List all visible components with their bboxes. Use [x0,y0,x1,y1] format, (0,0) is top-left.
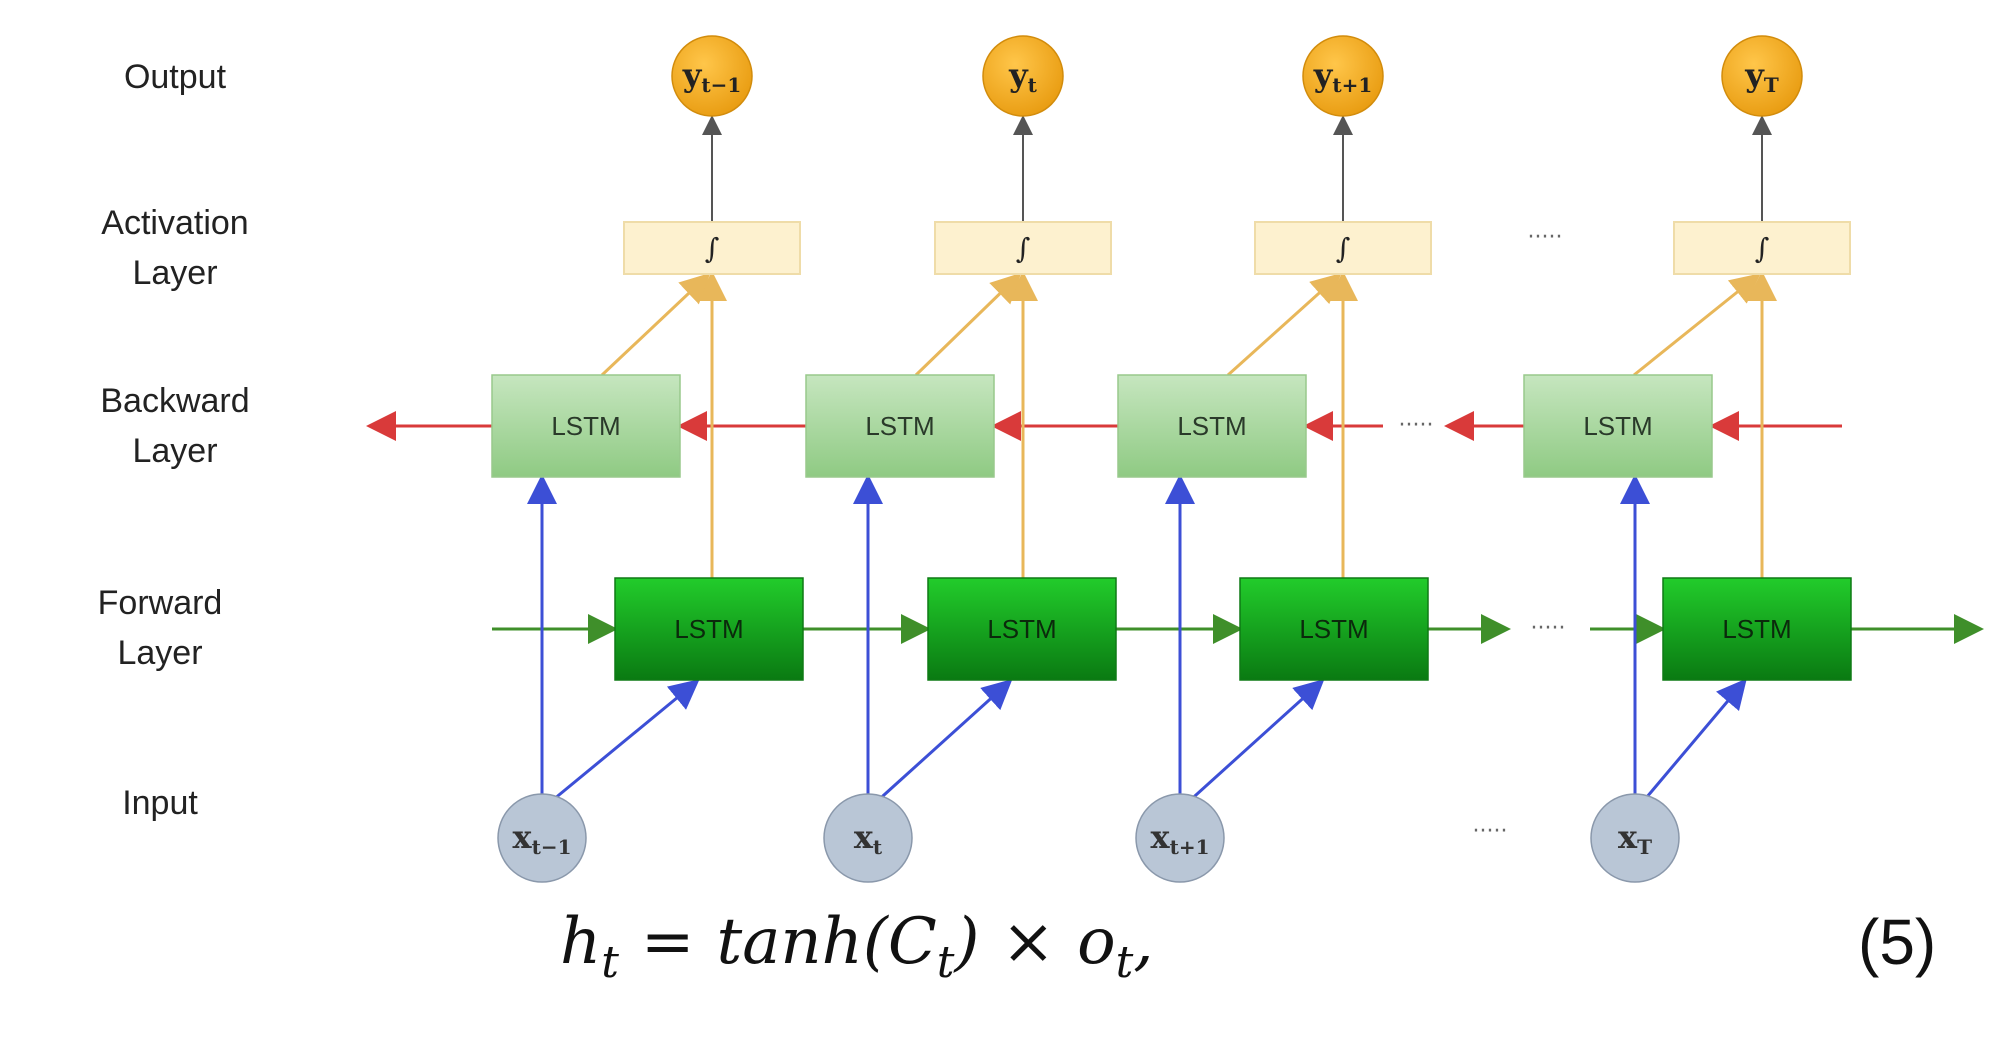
row-label-forward: Forward Layer [97,584,223,672]
backward-lstm-cell [491,374,681,478]
input-node [1135,793,1225,883]
backward-lstm-label: LSTM [1583,411,1652,441]
forward-lstm-label: LSTM [987,614,1056,644]
input-node-label: xt−1 [513,818,572,859]
activation-box [1254,221,1432,275]
output-node-label: yt [1008,56,1038,97]
forward-lstm-cell [1239,577,1429,681]
forward-lstm-cell [927,577,1117,681]
row-label-activation: Activation Layer [101,204,249,292]
forward-lstm-label: LSTM [1722,614,1791,644]
equation-number: (5) [1858,906,1937,978]
activation-symbol: ∫ [1016,232,1031,265]
ellipsis: ····· [1399,413,1434,438]
activation-symbol: ∫ [705,232,720,265]
activation-box [1673,221,1851,275]
row-label-input: Input [122,784,198,822]
output-node [1721,35,1803,117]
output-node [1302,35,1384,117]
input-node-label: xT [1618,818,1652,859]
input-to-forward-arrow [1184,678,1325,806]
row-label-output: Output [123,58,227,96]
input-node [823,793,913,883]
forward-lstm-label: LSTM [1299,614,1368,644]
output-node [982,35,1064,117]
backward-lstm-label: LSTM [865,411,934,441]
output-node [671,35,753,117]
activation-box [623,221,801,275]
output-node-label: yt+1 [1313,56,1373,97]
backward-to-activation-arrow [1633,273,1761,377]
backward-lstm-cell [1117,374,1307,478]
input-to-forward-arrow [1639,678,1747,805]
ellipsis: ····· [1531,616,1566,641]
input-node [1590,793,1680,883]
output-node-label: yt−1 [682,56,742,97]
backward-lstm-label: LSTM [551,411,620,441]
activation-symbol: ∫ [1336,232,1351,265]
input-to-forward-arrow [872,678,1013,806]
equation: ht=tanh(Ct)×ot, [560,905,1154,988]
backward-to-activation-arrow [914,272,1022,377]
forward-lstm-cell [614,577,804,681]
output-node-label: yT [1744,56,1779,97]
activation-symbol: ∫ [1755,232,1770,265]
input-node-label: xt [854,818,883,859]
ellipsis: ····· [1528,225,1563,250]
backward-lstm-cell [1523,374,1713,478]
ellipsis: ····· [1473,819,1508,844]
forward-lstm-label: LSTM [674,614,743,644]
backward-to-activation-arrow [600,272,711,377]
activation-box [934,221,1112,275]
forward-lstm-cell [1662,577,1852,681]
input-node-label: xt+1 [1151,818,1210,859]
input-node [497,793,587,883]
backward-lstm-label: LSTM [1177,411,1246,441]
backward-lstm-cell [805,374,995,478]
row-label-backward: Backward Layer [100,382,250,470]
backward-to-activation-arrow [1226,272,1342,377]
input-to-forward-arrow [547,679,700,806]
